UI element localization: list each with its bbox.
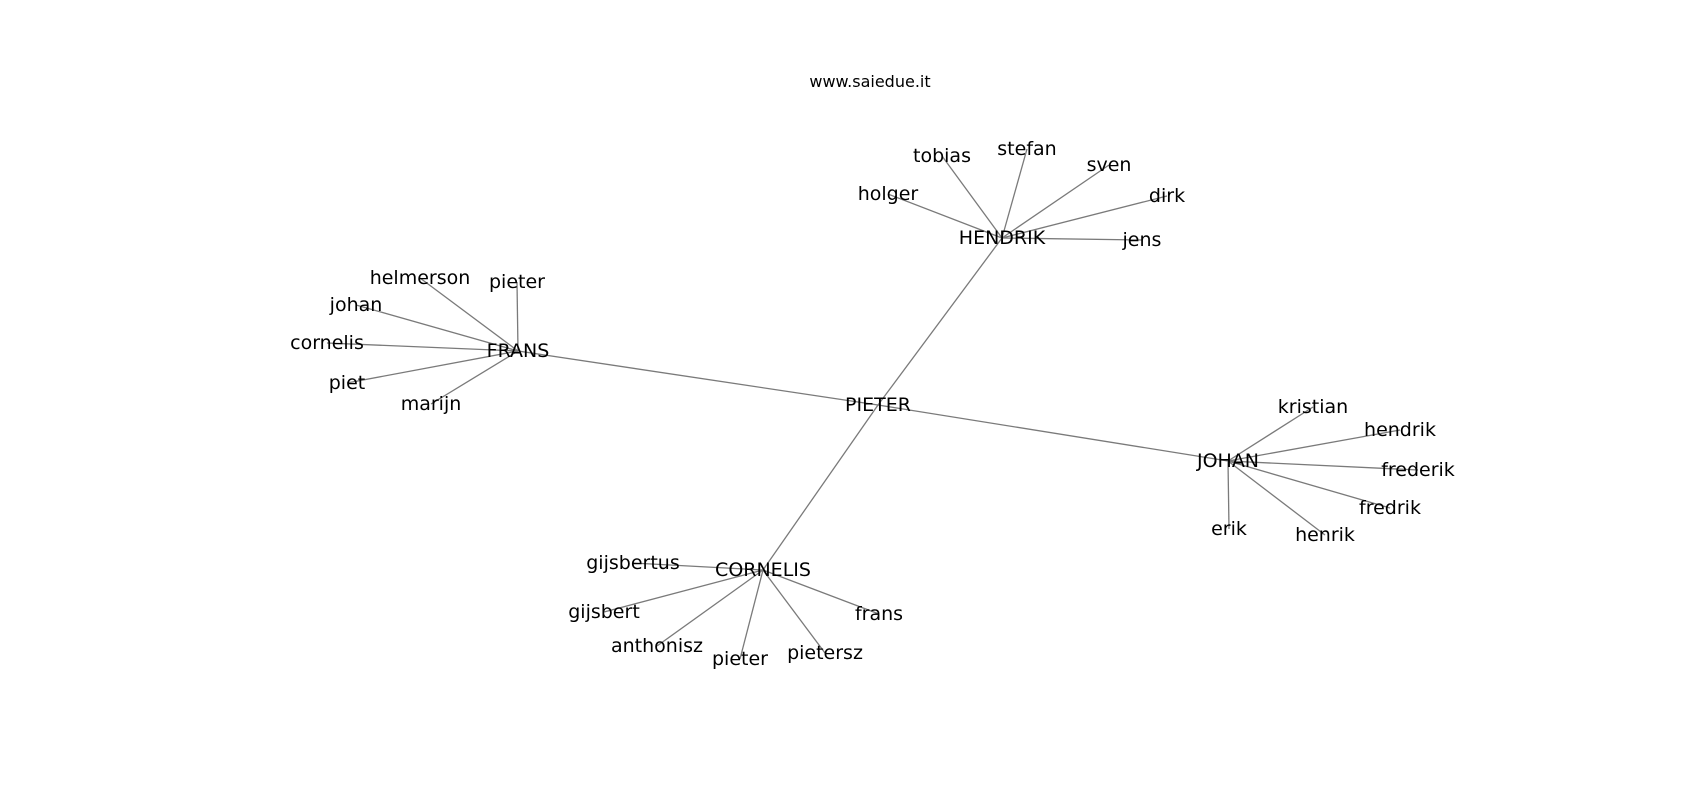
leaf-node-hendrik-holger: holger xyxy=(858,183,919,205)
hub-node-cornelis: CORNELIS xyxy=(715,559,811,581)
edge-hendrik-sven xyxy=(1001,164,1110,239)
leaf-node-cornelis-gijsbertus: gijsbertus xyxy=(586,552,679,574)
leaf-node-cornelis-pietersz: pietersz xyxy=(787,642,863,664)
edge-frans-cornelis xyxy=(326,342,519,352)
edge-root-frans xyxy=(517,350,879,406)
edge-johan-kristian xyxy=(1227,406,1314,462)
leaf-node-frans-cornelis: cornelis xyxy=(290,332,364,354)
leaf-node-hendrik-stefan: stefan xyxy=(997,138,1056,160)
nodes-layer: PIETER HENDRIK holger tobias stefan sven dirk j… xyxy=(290,138,1455,670)
edge-frans-piet xyxy=(346,350,519,384)
edge-johan-frederik xyxy=(1227,460,1419,471)
edge-cornelis-pieter xyxy=(739,569,764,660)
edge-johan-erik xyxy=(1227,460,1230,530)
hub-node-frans: FRANS xyxy=(487,340,550,362)
leaf-node-hendrik-sven: sven xyxy=(1087,154,1132,176)
leaf-node-hendrik-jens: jens xyxy=(1122,229,1162,251)
edge-cornelis-gijsbert xyxy=(603,569,764,613)
edge-frans-pieter xyxy=(516,281,519,352)
leaf-node-johan-henrik: henrik xyxy=(1295,524,1355,546)
edge-root-hendrik xyxy=(877,237,1003,406)
root-node: PIETER xyxy=(845,394,911,416)
leaf-node-frans-helmerson: helmerson xyxy=(370,267,471,289)
edge-hendrik-tobias xyxy=(941,155,1003,239)
hub-node-johan: JOHAN xyxy=(1196,450,1259,472)
leaf-node-johan-erik: erik xyxy=(1211,518,1247,540)
edge-frans-marijn xyxy=(430,350,519,405)
leaf-node-hendrik-dirk: dirk xyxy=(1149,185,1185,207)
leaf-node-cornelis-frans: frans xyxy=(855,603,903,625)
leaf-node-hendrik-tobias: tobias xyxy=(913,145,971,167)
leaf-node-johan-kristian: kristian xyxy=(1278,396,1348,418)
leaf-node-johan-frederik: frederik xyxy=(1381,459,1455,481)
hub-node-hendrik: HENDRIK xyxy=(959,227,1046,249)
edge-frans-johan xyxy=(355,304,519,352)
edge-cornelis-anthonisz xyxy=(656,569,764,647)
edges-layer xyxy=(326,148,1419,660)
leaf-node-frans-marijn: marijn xyxy=(401,393,462,415)
leaf-node-johan-fredrik: fredrik xyxy=(1359,497,1421,519)
edge-root-cornelis xyxy=(762,404,879,571)
leaf-node-johan-hendrik: hendrik xyxy=(1364,419,1436,441)
edge-hendrik-stefan xyxy=(1001,148,1028,239)
edge-frans-helmerson xyxy=(419,277,519,352)
leaf-node-cornelis-anthonisz: anthonisz xyxy=(611,635,703,657)
edge-johan-henrik xyxy=(1227,460,1326,536)
source-label: www.saiedue.it xyxy=(809,72,931,91)
leaf-node-frans-pieter: pieter xyxy=(489,271,545,293)
leaf-node-frans-johan: johan xyxy=(329,294,383,316)
edge-johan-hendrik xyxy=(1227,429,1401,462)
leaf-node-cornelis-pieter: pieter xyxy=(712,648,768,670)
edge-root-johan xyxy=(877,404,1229,462)
edge-cornelis-pietersz xyxy=(762,569,826,654)
edge-johan-fredrik xyxy=(1227,460,1391,509)
leaf-node-frans-piet: piet xyxy=(329,372,365,394)
edge-cornelis-frans xyxy=(762,569,880,615)
edge-hendrik-jens xyxy=(1001,237,1143,241)
leaf-node-cornelis-gijsbert: gijsbert xyxy=(568,601,640,623)
edge-cornelis-gijsbertus xyxy=(632,562,764,571)
edge-hendrik-dirk xyxy=(1001,195,1168,239)
edge-hendrik-holger xyxy=(887,193,1003,239)
